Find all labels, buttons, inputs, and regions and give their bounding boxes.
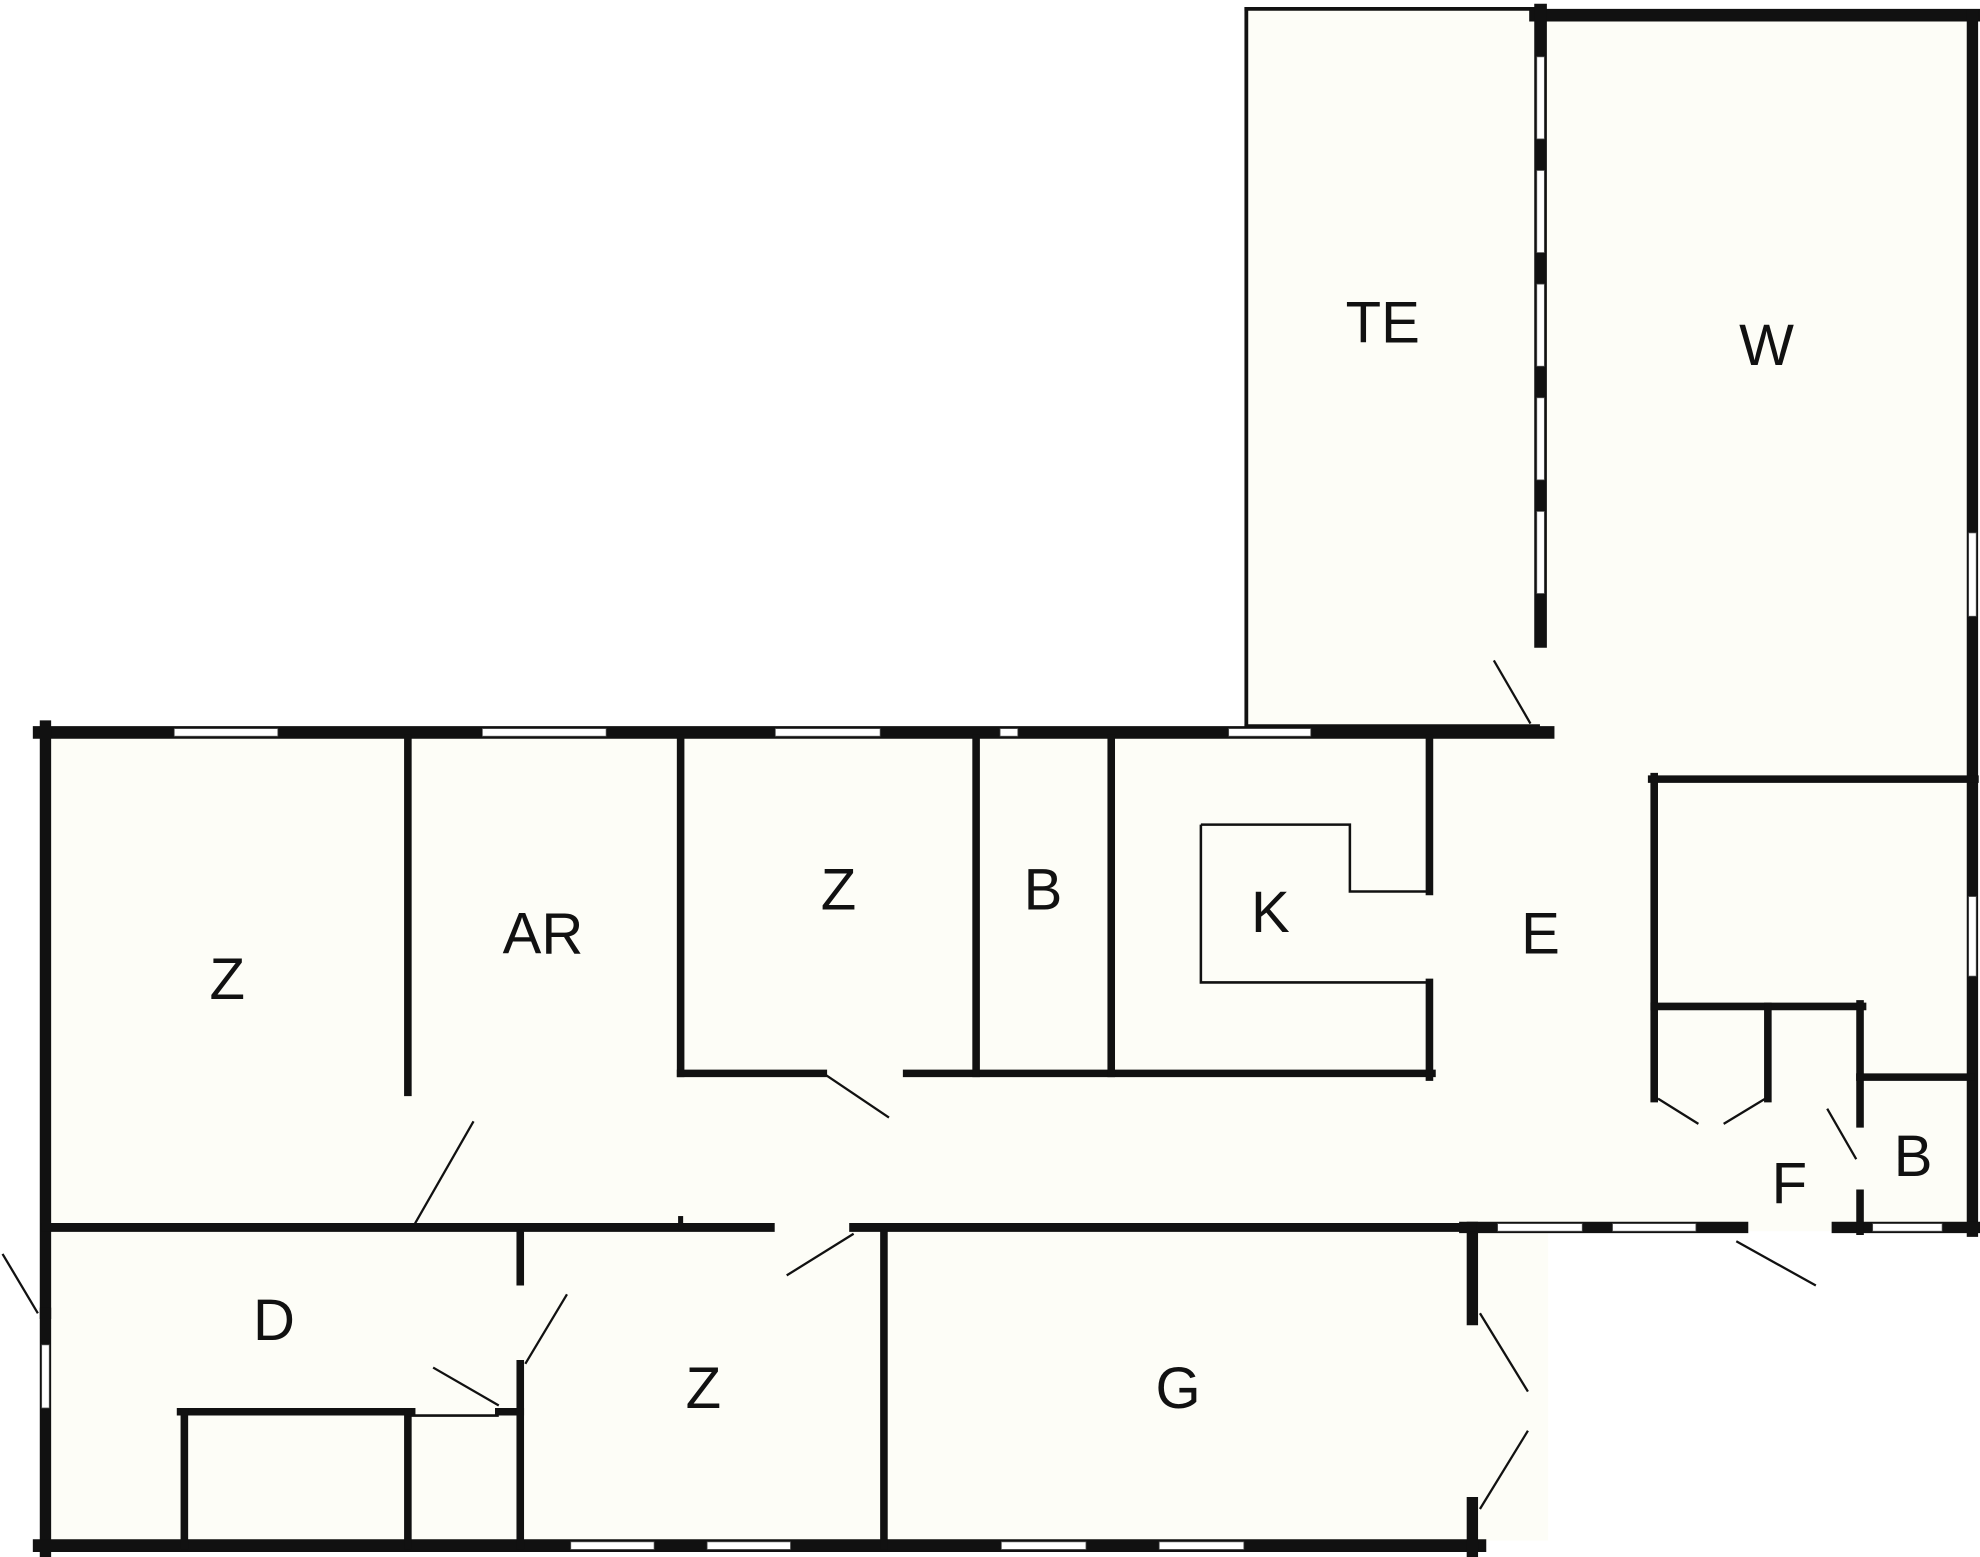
window xyxy=(1536,511,1545,594)
room-label-workroom: AR xyxy=(503,902,584,967)
door-swing xyxy=(1492,659,1532,725)
window xyxy=(1228,728,1312,737)
floor-fill xyxy=(1246,8,1539,729)
room-label-hall: E xyxy=(1521,902,1560,967)
window xyxy=(1158,1541,1245,1550)
room-label-garage: G xyxy=(1156,1356,1201,1421)
door-swing xyxy=(1,1253,39,1314)
window xyxy=(1536,283,1545,367)
door-swings xyxy=(1,659,1858,1510)
counter-outline xyxy=(1199,824,1430,984)
floor-fill xyxy=(1464,732,1975,1232)
window xyxy=(1536,56,1545,140)
door-swing xyxy=(1735,1240,1817,1287)
door-swing xyxy=(1826,1108,1858,1160)
floor-area xyxy=(45,8,1975,1541)
door-swing xyxy=(822,1072,890,1119)
window xyxy=(999,728,1019,737)
room-label-bedroom-middle: Z xyxy=(821,857,856,922)
window xyxy=(1497,1223,1583,1232)
room-label-bedroom-south: Z xyxy=(686,1356,721,1421)
window xyxy=(1968,532,1977,617)
room-label-living: W xyxy=(1739,313,1794,378)
window xyxy=(173,728,279,737)
room-label-kitchen: K xyxy=(1251,880,1290,945)
window xyxy=(570,1541,655,1550)
room-label-shower: D xyxy=(253,1288,295,1353)
room-label-bedroom-west: Z xyxy=(210,947,245,1012)
window xyxy=(481,728,607,737)
window xyxy=(1536,397,1545,481)
door-swing xyxy=(1478,1312,1529,1393)
door-swing xyxy=(1723,1097,1766,1125)
window xyxy=(1536,170,1545,253)
door-swing xyxy=(786,1232,855,1277)
room-label-bathroom: B xyxy=(1024,857,1063,922)
room-label-bathroom-small: B xyxy=(1894,1124,1933,1189)
counter-outline xyxy=(1200,823,1430,893)
window xyxy=(1968,896,1977,977)
floor-fill xyxy=(45,732,1549,1541)
room-label-foyer: F xyxy=(1772,1152,1807,1217)
window xyxy=(41,1344,50,1409)
window xyxy=(1612,1223,1697,1232)
floor-fill xyxy=(1538,15,1975,735)
door-swing xyxy=(413,1120,475,1226)
door-swing xyxy=(432,1366,500,1407)
door-swing xyxy=(524,1293,568,1365)
room-labels: TE W Z AR Z B K E F B D Z G xyxy=(210,290,1933,1421)
door-swing xyxy=(1657,1097,1700,1125)
window xyxy=(706,1541,791,1550)
room-label-terrace: TE xyxy=(1346,290,1420,355)
window xyxy=(774,728,881,737)
windows xyxy=(41,56,1977,1550)
door-swing xyxy=(1478,1430,1529,1510)
window xyxy=(1000,1541,1087,1550)
window xyxy=(1872,1223,1943,1232)
